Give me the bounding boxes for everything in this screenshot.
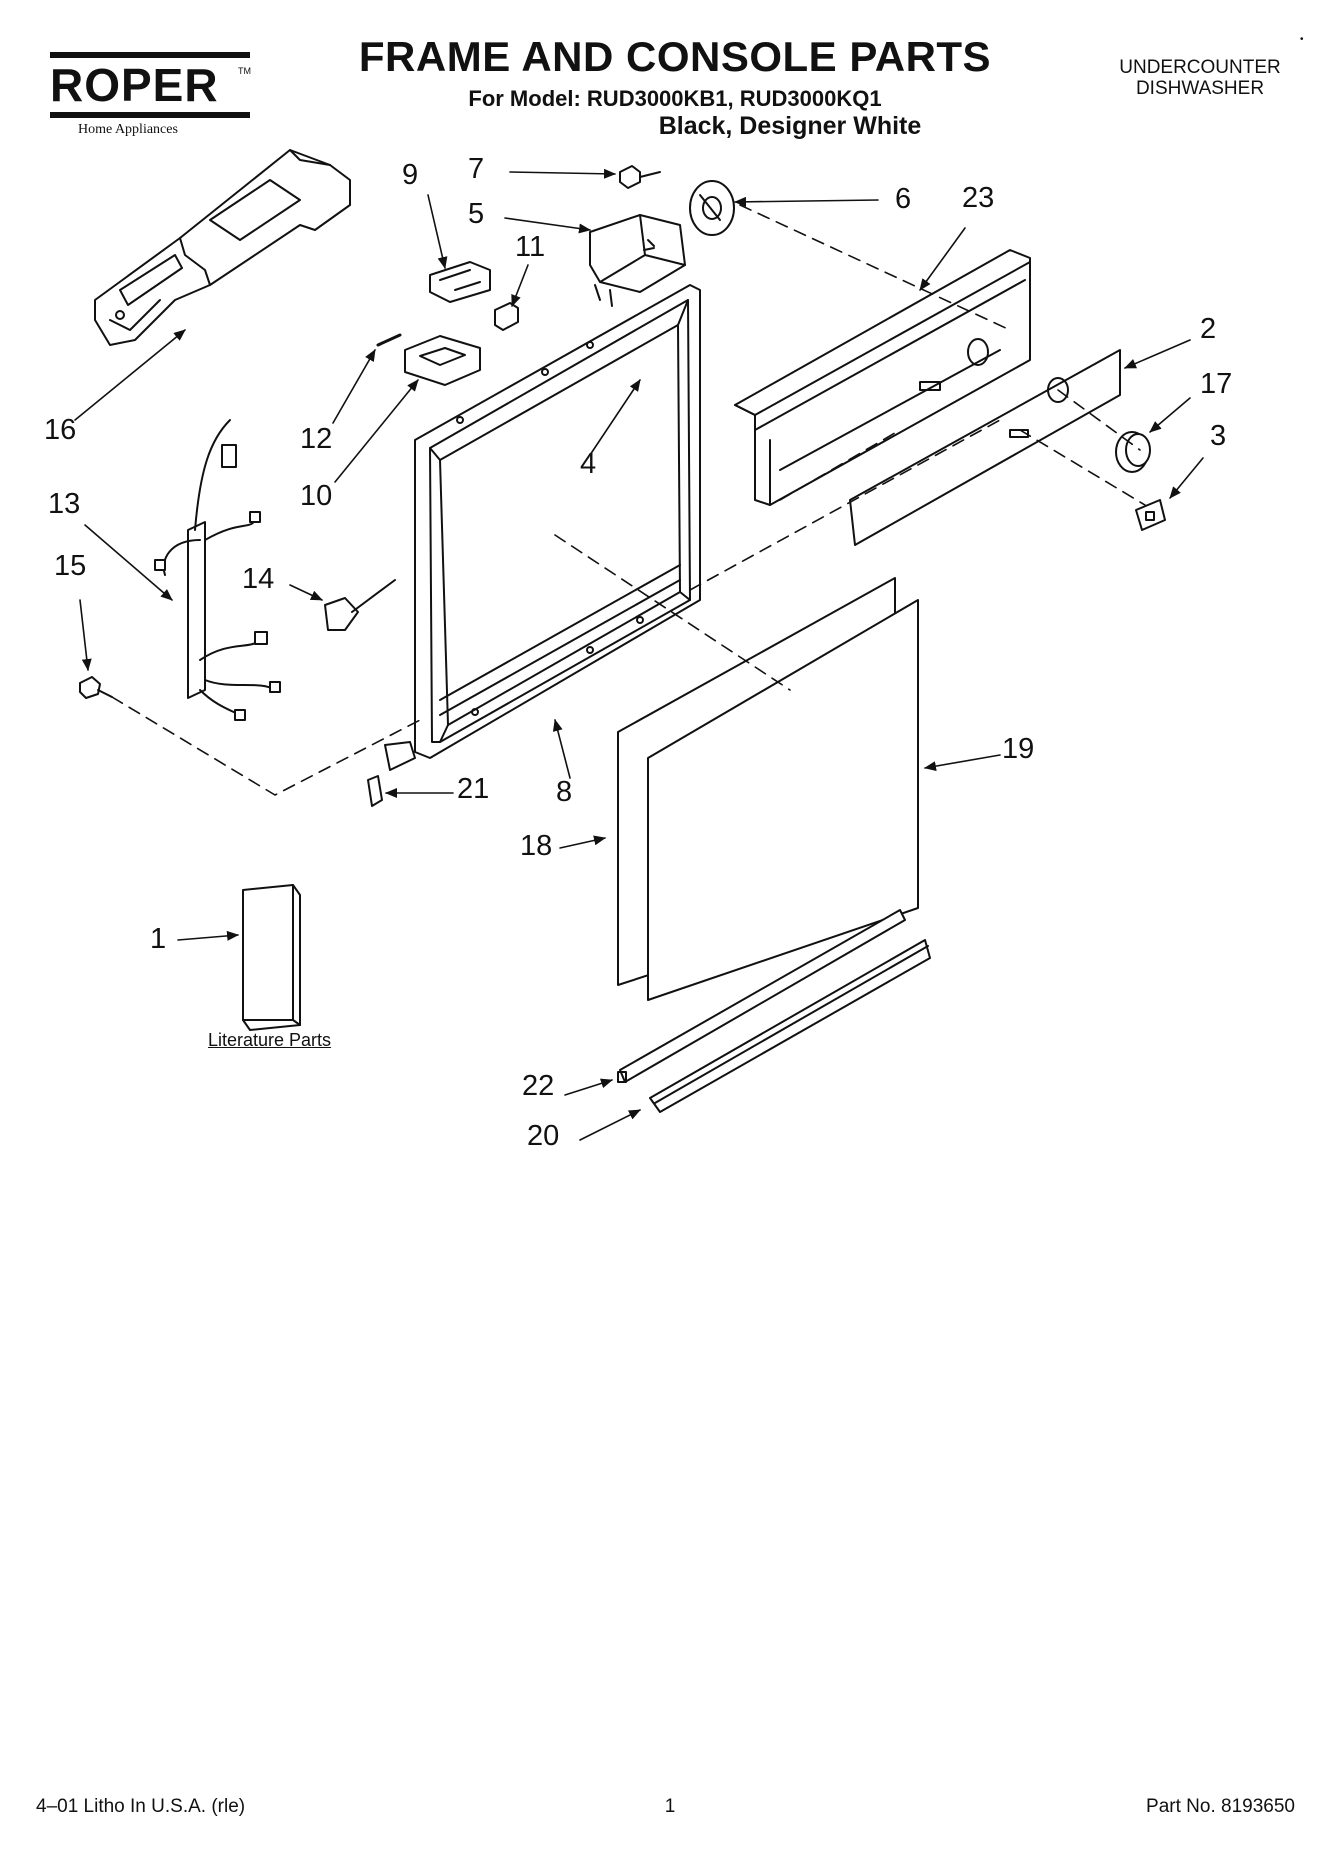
- part-label-11: 11: [515, 231, 546, 263]
- part-label-22: 22: [522, 1070, 555, 1102]
- brand-tagline: Home Appliances: [78, 122, 178, 137]
- part-15-screw: [79, 676, 113, 699]
- part-19-door-panel-front: [647, 599, 919, 1001]
- part-11-switch: [494, 302, 519, 331]
- model-line: For Model: RUD3000KB1, RUD3000KQ1: [468, 86, 882, 111]
- part-label-8: 8: [556, 776, 573, 808]
- part-6-cam: [689, 180, 735, 236]
- part-label-7: 7: [468, 153, 485, 185]
- part-label-13: 13: [48, 488, 81, 520]
- part-5-timer: [589, 214, 686, 307]
- part-8-frame: [384, 284, 701, 771]
- brand-logo: ROPER: [50, 59, 219, 111]
- footer-part-number: Part No. 8193650: [1146, 1796, 1295, 1817]
- appliance-category: UNDERCOUNTER DISHWASHER: [1090, 57, 1310, 100]
- literature-parts-label: Literature Parts: [208, 1030, 332, 1050]
- part-23-console-panel: [734, 249, 1031, 506]
- footer-page-number: 1: [664, 1796, 676, 1817]
- part-1-literature: [242, 884, 301, 1031]
- part-7-screw: [619, 165, 661, 189]
- part-label-15: 15: [54, 550, 87, 582]
- part-label-5: 5: [468, 198, 485, 230]
- part-label-23: 23: [962, 182, 995, 214]
- part-label-17: 17: [1200, 368, 1233, 400]
- leader-arrows: [74, 168, 1204, 1141]
- part-label-21: 21: [457, 773, 490, 805]
- footer-print-info: 4–01 Litho In U.S.A. (rle): [36, 1796, 246, 1817]
- part-label-14: 14: [242, 563, 275, 595]
- part-label-3: 3: [1210, 420, 1227, 452]
- part-12-strip: [376, 333, 402, 347]
- part-16-duct-housing: [94, 149, 351, 346]
- page-title: FRAME AND CONSOLE PARTS: [358, 33, 992, 80]
- part-label-16: 16: [44, 414, 77, 446]
- category-line-2: DISHWASHER: [1135, 77, 1265, 99]
- part-2-overlay: [849, 349, 1121, 546]
- part-label-1: 1: [150, 923, 167, 955]
- assembly-lines: [111, 204, 1146, 796]
- category-line-1: UNDERCOUNTER: [1119, 57, 1281, 78]
- part-label-4: 4: [580, 448, 597, 480]
- part-label-12: 12: [300, 423, 333, 455]
- part-20-handle: [649, 939, 931, 1113]
- part-label-18: 18: [520, 830, 553, 862]
- part-label-20: 20: [527, 1120, 560, 1152]
- part-10-holder: [404, 335, 481, 386]
- part-22-trim: [617, 909, 906, 1083]
- part-21-clip: [367, 775, 383, 807]
- part-label-10: 10: [300, 480, 333, 512]
- part-3-button: [1135, 499, 1166, 531]
- part-label-2: 2: [1200, 313, 1217, 345]
- part-label-6: 6: [895, 183, 912, 215]
- color-line: Black, Designer White: [658, 112, 922, 140]
- brand-rule-bottom: [50, 112, 250, 118]
- brand-trademark: TM: [238, 66, 251, 76]
- part-label-19: 19: [1002, 733, 1035, 765]
- part-13-wiring-harness: [154, 419, 281, 721]
- part-17-knob: [1115, 431, 1151, 473]
- part-14-connector: [324, 579, 396, 631]
- part-label-9: 9: [402, 159, 419, 191]
- corner-mark: •: [1300, 34, 1304, 45]
- brand-rule-top: [50, 52, 250, 58]
- part-9-bracket: [429, 261, 491, 303]
